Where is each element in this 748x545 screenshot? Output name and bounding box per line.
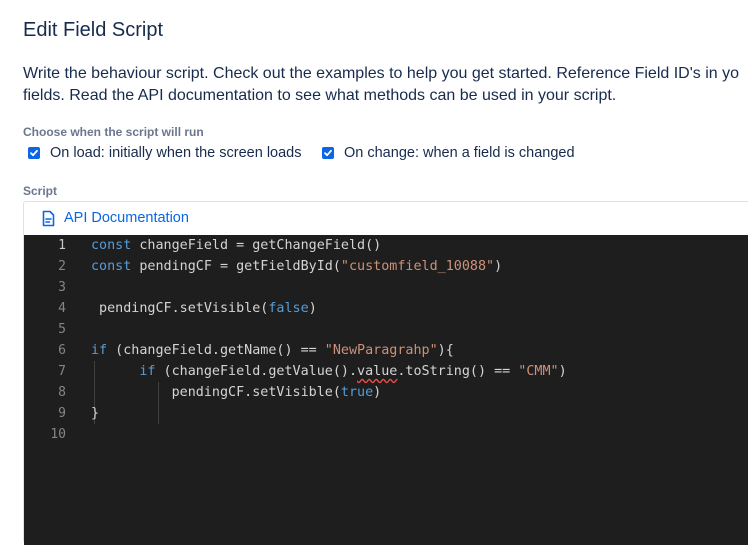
- page-description: Write the behaviour script. Check out th…: [23, 63, 748, 107]
- indent-guide: [158, 382, 159, 424]
- code-token: (changeField.getValue().: [155, 364, 358, 379]
- code-line: const pendingCF = getFieldById("customfi…: [91, 256, 502, 277]
- script-label: Script: [23, 184, 58, 198]
- line-number: 2: [58, 259, 66, 274]
- line-number: 6: [58, 343, 66, 358]
- code-token: true: [340, 385, 374, 400]
- code-token: changeField = getChangeField(): [131, 238, 382, 253]
- description-line-2: fields. Read the API documentation to se…: [23, 87, 617, 104]
- line-number: 5: [58, 322, 66, 337]
- code-token: value: [357, 364, 398, 379]
- code-editor[interactable]: 1 2 3 4 5 6 7 8 9 10 const changeField = getChang…: [24, 235, 748, 545]
- on-change-option[interactable]: On change: when a field is changed: [322, 145, 575, 161]
- code-token: ): [373, 385, 382, 400]
- code-token: "customfield_10088": [340, 259, 495, 274]
- code-token: (changeField.getName() ==: [107, 343, 325, 358]
- api-doc-bar: API Documentation: [24, 202, 748, 235]
- indent-guide: [94, 361, 95, 424]
- code-token: ): [494, 259, 503, 274]
- line-number: 7: [58, 364, 66, 379]
- code-token: if: [91, 343, 108, 358]
- run-options-label: Choose when the script will run: [23, 125, 204, 139]
- line-number: 8: [58, 385, 66, 400]
- page-title: Edit Field Script: [23, 19, 164, 41]
- line-number: 3: [58, 280, 66, 295]
- code-token: "CMM": [518, 364, 559, 379]
- api-documentation-link[interactable]: API Documentation: [64, 210, 189, 226]
- on-load-option[interactable]: On load: initially when the screen loads: [28, 145, 301, 161]
- line-number: 1: [58, 238, 66, 253]
- script-panel: API Documentation 1 2 3 4 5 6 7 8 9 10 const chan…: [23, 201, 748, 545]
- code-token: ): [308, 301, 317, 316]
- on-load-label: On load: initially when the screen loads: [50, 145, 302, 161]
- code-token: ): [558, 364, 567, 379]
- code-token: .toString() ==: [397, 364, 519, 379]
- code-token: pendingCF.setVisible(: [91, 301, 269, 316]
- code-line: if (changeField.getName() == "NewParagra…: [91, 340, 454, 361]
- line-number: 9: [58, 406, 66, 421]
- code-token: const: [91, 259, 132, 274]
- code-token: }: [91, 406, 100, 421]
- code-area[interactable]: const changeField = getChangeField()cons…: [91, 235, 567, 424]
- line-number: 4: [58, 301, 66, 316]
- code-token: pendingCF = getFieldById(: [131, 259, 341, 274]
- code-token: [91, 364, 139, 379]
- on-change-label: On change: when a field is changed: [344, 145, 575, 161]
- description-line-1: Write the behaviour script. Check out th…: [23, 65, 740, 82]
- code-line: pendingCF.setVisible(false): [91, 298, 317, 319]
- code-line: pendingCF.setVisible(true): [91, 382, 382, 403]
- code-line: if (changeField.getValue().value.toStrin…: [91, 361, 567, 382]
- checkmark-icon: [30, 149, 38, 157]
- code-token: const: [91, 238, 132, 253]
- code-token: ){: [437, 343, 454, 358]
- on-load-checkbox[interactable]: [28, 147, 40, 159]
- code-line: }: [91, 403, 99, 424]
- code-token: pendingCF.setVisible(: [91, 385, 341, 400]
- code-token: "NewParagrahp": [324, 343, 438, 358]
- code-line: const changeField = getChangeField(): [91, 235, 381, 256]
- document-icon: [41, 210, 56, 232]
- code-token: false: [268, 301, 309, 316]
- checkmark-icon: [324, 149, 332, 157]
- code-token: if: [139, 364, 156, 379]
- on-change-checkbox[interactable]: [322, 147, 334, 159]
- line-number: 10: [50, 427, 66, 442]
